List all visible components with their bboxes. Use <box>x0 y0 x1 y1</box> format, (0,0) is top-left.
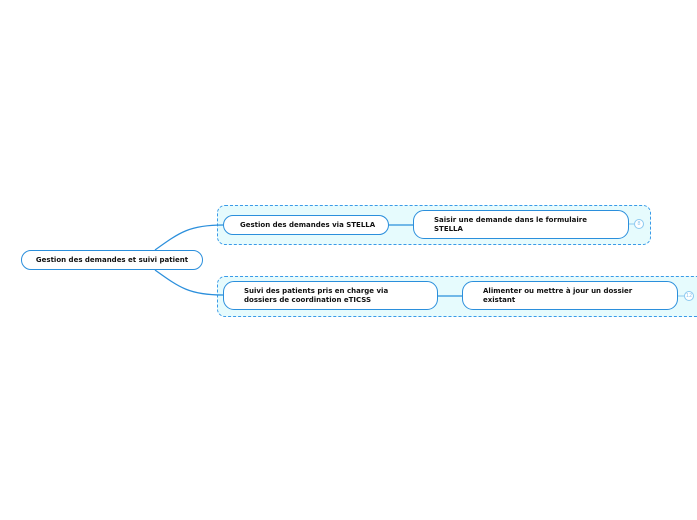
connector-root-branch2 <box>154 269 224 296</box>
child-node-alimenter[interactable]: Alimenter ou mettre à jour un dossier ex… <box>462 281 678 310</box>
branch-label: Suivi des patients pris en charge via do… <box>244 286 389 304</box>
collapse-count-badge[interactable]: 12 <box>684 291 694 301</box>
branch-label: Gestion des demandes via STELLA <box>240 220 376 229</box>
badge-count: 12 <box>685 293 693 299</box>
root-label: Gestion des demandes et suivi patient <box>35 255 189 264</box>
root-node[interactable]: Gestion des demandes et suivi patient <box>21 250 203 270</box>
child-node-saisir[interactable]: Saisir une demande dans le formulaire ST… <box>413 210 629 239</box>
branch-node-eticss[interactable]: Suivi des patients pris en charge via do… <box>223 281 438 310</box>
child-label: Alimenter ou mettre à jour un dossier ex… <box>483 286 633 304</box>
badge-count: 8 <box>637 221 641 227</box>
branch-node-stella[interactable]: Gestion des demandes via STELLA <box>223 215 389 235</box>
child-label: Saisir une demande dans le formulaire ST… <box>434 215 587 233</box>
connector-root-branch1 <box>154 224 224 251</box>
collapse-count-badge[interactable]: 8 <box>634 219 644 229</box>
